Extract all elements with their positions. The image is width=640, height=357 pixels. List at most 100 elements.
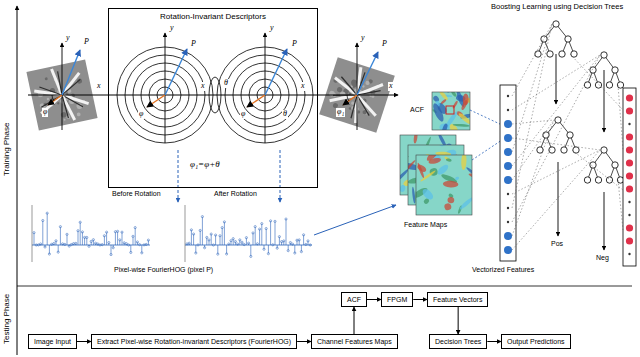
stem xyxy=(270,221,271,245)
connector xyxy=(77,341,91,342)
tree-node xyxy=(590,162,596,168)
symbol-label: y xyxy=(169,24,175,33)
stem-head xyxy=(267,253,269,255)
phase-axis xyxy=(17,6,18,355)
stem xyxy=(117,231,118,245)
stem-head xyxy=(68,245,70,247)
tree-node xyxy=(547,51,553,57)
tree-node xyxy=(553,21,559,27)
map-blob xyxy=(446,158,452,162)
stem-head xyxy=(303,234,305,236)
stem xyxy=(82,232,83,245)
stem xyxy=(217,245,218,254)
stem-head xyxy=(193,233,195,235)
stem xyxy=(56,241,57,245)
connector xyxy=(413,299,427,300)
tree-node xyxy=(612,67,618,73)
image-texture xyxy=(46,97,49,100)
stem-head xyxy=(136,241,138,243)
stem xyxy=(111,245,112,255)
map-blob xyxy=(461,155,467,170)
stem xyxy=(91,241,92,245)
stem-head xyxy=(37,244,39,246)
stem-head xyxy=(81,231,83,233)
image-texture xyxy=(348,107,351,110)
descriptor-panel: Rotation-Invariant Descriptors xyxy=(108,8,318,188)
symbol-label: x xyxy=(300,82,306,91)
stem-head xyxy=(42,219,44,221)
stem-head xyxy=(62,243,64,245)
stem-head xyxy=(128,244,130,246)
map-blob xyxy=(458,196,472,210)
tree-node xyxy=(535,51,541,57)
node-text: FPGM xyxy=(387,296,407,303)
tree-node xyxy=(606,82,612,88)
map-blob xyxy=(436,163,450,176)
phi-vector xyxy=(48,95,62,105)
stem-head xyxy=(119,239,121,241)
stem-head xyxy=(270,220,272,222)
stem-axis xyxy=(185,205,186,262)
stem-head xyxy=(230,240,232,242)
text-label: Training Phase xyxy=(3,122,12,176)
stem-head xyxy=(139,244,141,246)
stem-head xyxy=(217,253,219,255)
stem xyxy=(64,244,65,246)
stem xyxy=(244,244,245,245)
output-dot xyxy=(626,94,633,101)
symbol-label: y xyxy=(65,34,71,43)
dotted-link xyxy=(512,24,552,96)
down-arrow xyxy=(604,70,605,132)
dotted-link xyxy=(618,85,623,150)
stem-head xyxy=(70,243,72,245)
map-blob xyxy=(413,135,418,144)
map-blob xyxy=(421,187,435,201)
stem xyxy=(209,240,210,245)
stem xyxy=(193,234,194,245)
stem xyxy=(60,227,61,245)
symbol-label: φ₁ xyxy=(336,108,345,117)
map-blob xyxy=(455,176,460,181)
stem xyxy=(47,213,48,245)
dotted-link xyxy=(572,150,623,190)
stem-head xyxy=(106,231,108,233)
stem-head xyxy=(201,216,203,218)
stem xyxy=(308,241,309,245)
stem xyxy=(36,244,37,245)
image-star xyxy=(332,78,360,95)
tree-node xyxy=(543,132,549,138)
symbol-label: P xyxy=(83,38,90,47)
phase-separator xyxy=(17,286,632,287)
map-blob xyxy=(441,123,449,130)
map-blob xyxy=(428,157,442,165)
stem xyxy=(42,221,43,245)
image-texture xyxy=(351,82,357,88)
node-text: Extract Pixel-wise Rotation-invariant De… xyxy=(97,338,291,345)
stem-head xyxy=(147,239,149,241)
p-vector xyxy=(357,52,378,95)
stem-head xyxy=(274,220,276,222)
map-blob xyxy=(412,187,416,204)
tree-node xyxy=(606,177,612,183)
map-blob xyxy=(416,163,427,173)
stem xyxy=(220,236,221,245)
output-dot xyxy=(626,224,633,231)
y-axis xyxy=(265,33,266,143)
text-label: After Rotation xyxy=(214,190,257,198)
stem xyxy=(49,245,50,254)
y-axis xyxy=(165,33,166,143)
stem-head xyxy=(239,239,241,241)
stem-head xyxy=(272,244,274,246)
symbol-label: φ xyxy=(42,108,48,117)
phi-vector xyxy=(147,95,165,107)
stem-head xyxy=(59,226,61,228)
stem-head xyxy=(125,243,127,245)
node-text: Decision Trees xyxy=(435,338,481,345)
rotation-ellipse xyxy=(209,77,221,113)
map-blob xyxy=(444,203,452,211)
stem xyxy=(235,242,236,245)
stem-head xyxy=(64,243,66,245)
stem-head xyxy=(121,231,123,233)
map-blob xyxy=(432,102,446,123)
output-dot xyxy=(626,107,633,114)
